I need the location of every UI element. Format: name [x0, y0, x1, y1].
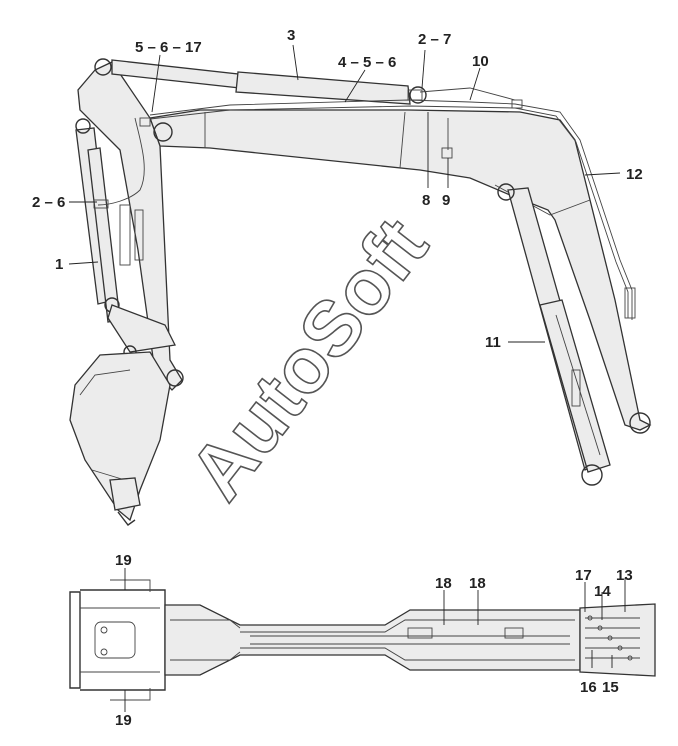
top-view [69, 568, 656, 712]
callout-17: 17 [575, 567, 592, 584]
callout-3: 3 [287, 27, 295, 44]
arm-cylinder [111, 59, 427, 105]
callout-16: 16 [580, 679, 597, 696]
callout-8: 8 [422, 192, 430, 209]
callout-19-top: 19 [115, 552, 132, 569]
bucket [69, 351, 171, 526]
callout-11: 11 [485, 334, 501, 351]
bucket-cylinder [75, 118, 144, 323]
callout-2-7: 2 – 7 [418, 31, 451, 48]
callout-14: 14 [594, 583, 611, 600]
callout-15: 15 [602, 679, 619, 696]
boom-cylinder [497, 183, 651, 486]
callout-12: 12 [626, 166, 643, 183]
callout-19-bottom: 19 [115, 712, 132, 729]
top-view-callouts: 19 19 18 18 17 14 13 16 15 [115, 552, 633, 729]
watermark: AutoSoft [172, 202, 444, 516]
callout-18-left: 18 [435, 575, 452, 592]
callout-18-right: 18 [469, 575, 486, 592]
side-view [68, 44, 652, 526]
callout-4-5-6: 4 – 5 – 6 [338, 54, 396, 71]
callout-13: 13 [616, 567, 633, 584]
callout-9: 9 [442, 192, 450, 209]
callout-10: 10 [472, 53, 489, 70]
callout-1: 1 [55, 256, 63, 273]
callout-5-6-17: 5 – 6 – 17 [135, 39, 202, 56]
callout-2-6: 2 – 6 [32, 194, 65, 211]
side-view-callouts: 3 5 – 6 – 17 2 – 7 4 – 5 – 6 10 8 9 12 2… [32, 27, 643, 351]
